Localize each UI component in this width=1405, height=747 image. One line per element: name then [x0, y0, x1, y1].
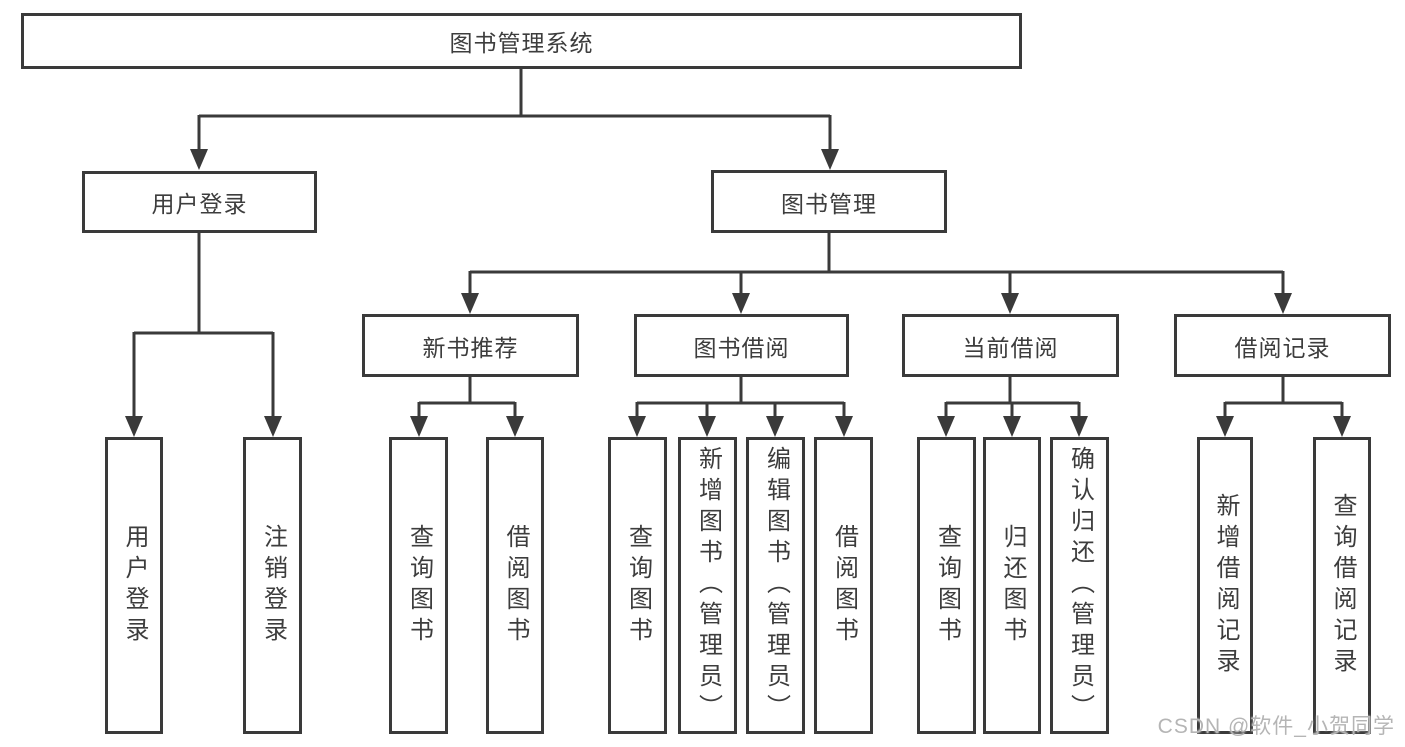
leaf-label: 查询图书 [933, 523, 961, 648]
leaf-borrow-books: 借阅图书 [814, 437, 873, 734]
leaf-label: 查询图书 [405, 523, 433, 648]
leaf-logout: 注销登录 [243, 437, 302, 734]
leaf-confirm-return-admin: 确认归还（管理员） [1050, 437, 1109, 734]
leaf-label: 新增图书（管理员） [694, 446, 722, 725]
leaf-label: 新增借阅记录 [1212, 492, 1239, 679]
node-book-borrowing: 图书借阅 [634, 314, 849, 377]
node-new-book-recommendation: 新书推荐 [362, 314, 579, 377]
csdn-watermark: CSDN @软件_小贺同学 [1157, 715, 1395, 738]
connector-root [197, 69, 832, 152]
node-label: 用户登录 [151, 191, 248, 217]
node-label: 图书借阅 [693, 334, 790, 361]
node-user-login: 用户登录 [82, 171, 317, 233]
node-label: 借阅记录 [1234, 334, 1331, 361]
node-library-management-system: 图书管理系统 [21, 13, 1022, 69]
leaf-user-login: 用户登录 [105, 437, 163, 734]
node-current-borrowing: 当前借阅 [902, 314, 1119, 377]
connector-book-borrow [635, 377, 846, 420]
leaf-query-books-recommend: 查询图书 [389, 437, 448, 734]
node-book-management: 图书管理 [711, 170, 947, 233]
leaf-borrow-books-recommend: 借阅图书 [486, 437, 544, 734]
leaf-query-books-current: 查询图书 [917, 437, 976, 734]
leaf-label: 借阅图书 [830, 523, 858, 648]
leaf-query-books-borrow: 查询图书 [608, 437, 667, 734]
node-borrowing-records: 借阅记录 [1174, 314, 1391, 377]
connector-current-borrow [944, 377, 1081, 420]
connector-borrow-record [1223, 377, 1344, 420]
leaf-label: 查询图书 [624, 523, 652, 648]
leaf-edit-book-admin: 编辑图书（管理员） [746, 437, 805, 734]
leaf-label: 查询借阅记录 [1329, 492, 1356, 679]
leaf-label: 归还图书 [999, 523, 1026, 648]
leaf-label: 注销登录 [259, 523, 287, 648]
leaf-add-borrow-record: 新增借阅记录 [1197, 437, 1253, 734]
leaf-return-books: 归还图书 [983, 437, 1041, 734]
connector-user-login [132, 233, 275, 420]
leaf-label: 用户登录 [121, 523, 148, 648]
connector-new-book [417, 377, 517, 420]
connector-book-mgmt [468, 233, 1285, 297]
leaf-query-borrow-record: 查询借阅记录 [1313, 437, 1371, 734]
leaf-add-book-admin: 新增图书（管理员） [678, 437, 737, 734]
node-label: 图书管理系统 [449, 30, 594, 56]
node-label: 新书推荐 [422, 334, 519, 361]
node-label: 当前借阅 [962, 334, 1059, 361]
leaf-label: 确认归还（管理员） [1066, 446, 1094, 725]
node-label: 图书管理 [781, 190, 877, 217]
leaf-label: 编辑图书（管理员） [762, 446, 790, 725]
leaf-label: 借阅图书 [502, 523, 529, 648]
